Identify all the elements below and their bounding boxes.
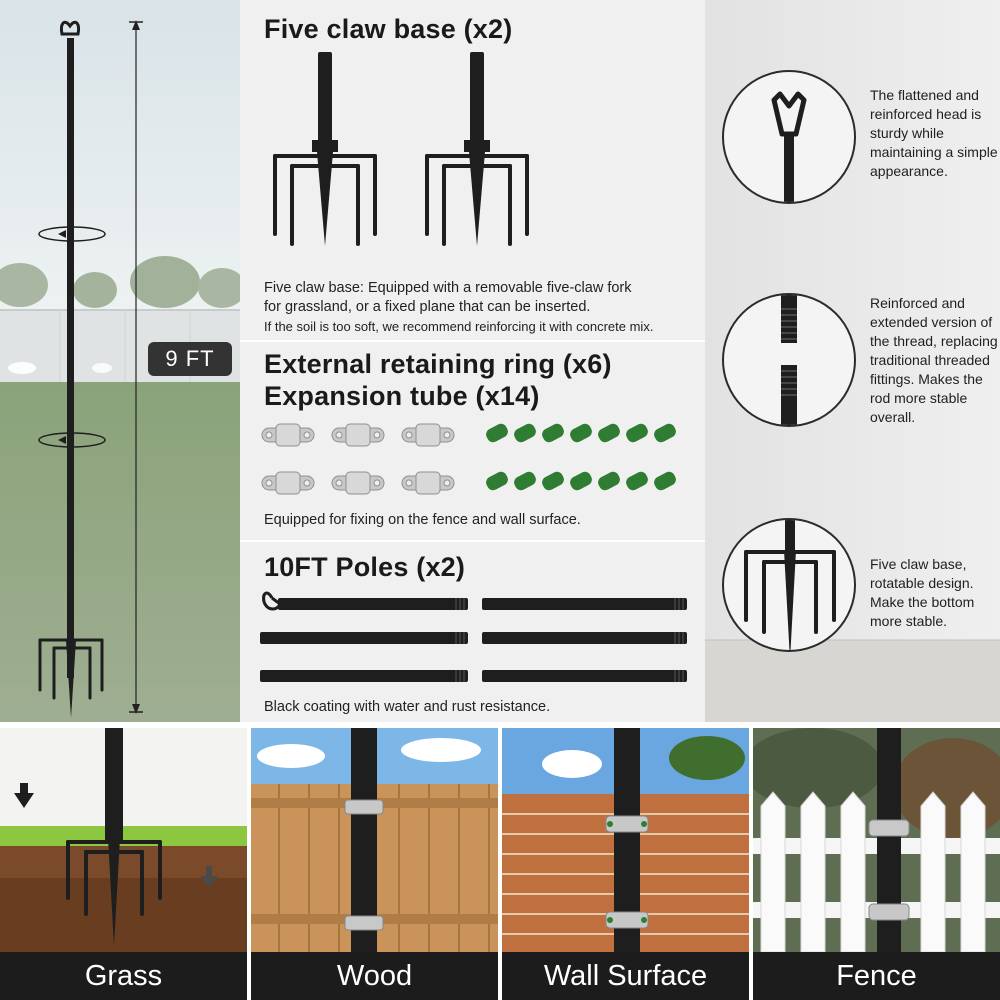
scene-grass: Grass: [0, 728, 247, 1000]
retaining-ring-icon: [261, 471, 315, 495]
usage-scenes: Grass Wood: [0, 728, 1000, 1000]
brick-wall-scene-illustration: [502, 728, 749, 952]
feature-circle-head: [722, 70, 856, 204]
retaining-ring-icon: [401, 423, 455, 447]
retaining-ring-icon: [401, 471, 455, 495]
feature-text-head: The flattened and reinforced head is stu…: [870, 87, 998, 179]
scene-wall-label: Wall Surface: [502, 952, 749, 1000]
grass-scene-illustration: [0, 728, 247, 952]
expansion-tube-icon: [486, 423, 508, 443]
retaining-ring-icon: [261, 423, 315, 447]
expansion-tube-icon: [626, 471, 648, 491]
rings-tubes-illustration: [261, 423, 676, 495]
claw-base-illustration: [273, 52, 529, 246]
rings-desc: Equipped for fixing on the fence and wal…: [264, 512, 581, 528]
scene-grass-label: Grass: [0, 952, 247, 1000]
pole-scene-panel: 9 FT: [0, 0, 240, 722]
expansion-tube-icon: [542, 423, 564, 443]
scene-fence-label: Fence: [753, 952, 1000, 1000]
claw-base-desc-1: Five claw base: Equipped with a removabl…: [264, 280, 632, 296]
scene-wall: Wall Surface: [502, 728, 749, 1000]
expansion-tube-icon: [570, 471, 592, 491]
thread-joint-icon: [781, 295, 797, 425]
feature-text-thread: Reinforced and extended version of the t…: [870, 295, 998, 425]
claw-base-icon: [744, 520, 836, 650]
retaining-ring-icon: [331, 471, 385, 495]
retaining-ring-icon: [331, 423, 385, 447]
expansion-tube-icon: [542, 471, 564, 491]
claw-base-desc-2: for grassland, or a fixed plane that can…: [264, 299, 591, 315]
expansion-tube-icon: [654, 423, 676, 443]
features-panel: The flattened and reinforced head is stu…: [705, 0, 1000, 722]
expansion-tube-icon: [598, 471, 620, 491]
poles-illustration: [260, 591, 687, 682]
feature-circle-base: [722, 518, 856, 652]
pole-head-icon: [771, 91, 807, 202]
claw-base-title: Five claw base (x2): [264, 14, 513, 44]
scene-wood-label: Wood: [251, 952, 498, 1000]
section-divider: [240, 340, 705, 342]
expansion-tube-icon: [486, 471, 508, 491]
height-badge: 9 FT: [148, 342, 232, 376]
section-divider: [240, 540, 705, 542]
feature-circle-thread: [722, 293, 856, 427]
expansion-tube-icon: [598, 423, 620, 443]
expansion-tube-icon: [654, 471, 676, 491]
poles-title: 10FT Poles (x2): [264, 552, 466, 582]
scene-fence: Fence: [753, 728, 1000, 1000]
expansion-tube-icon: [514, 471, 536, 491]
feature-text-base: Five claw base, rotatable design. Make t…: [870, 556, 975, 629]
claw-base-desc-3: If the soil is too soft, we recommend re…: [264, 319, 654, 334]
components-panel: Five claw base (x2) Five claw base: Equi…: [240, 0, 705, 722]
expansion-tube-icon: [626, 423, 648, 443]
expansion-tube-icon: [514, 423, 536, 443]
wood-fence-scene-illustration: [251, 728, 498, 952]
expansion-tube-icon: [570, 423, 592, 443]
rings-title-1: External retaining ring (x6): [264, 349, 612, 379]
rings-title-2: Expansion tube (x14): [264, 381, 540, 411]
poles-desc: Black coating with water and rust resist…: [264, 699, 551, 715]
scene-wood: Wood: [251, 728, 498, 1000]
picket-fence-scene-illustration: [753, 728, 1000, 952]
